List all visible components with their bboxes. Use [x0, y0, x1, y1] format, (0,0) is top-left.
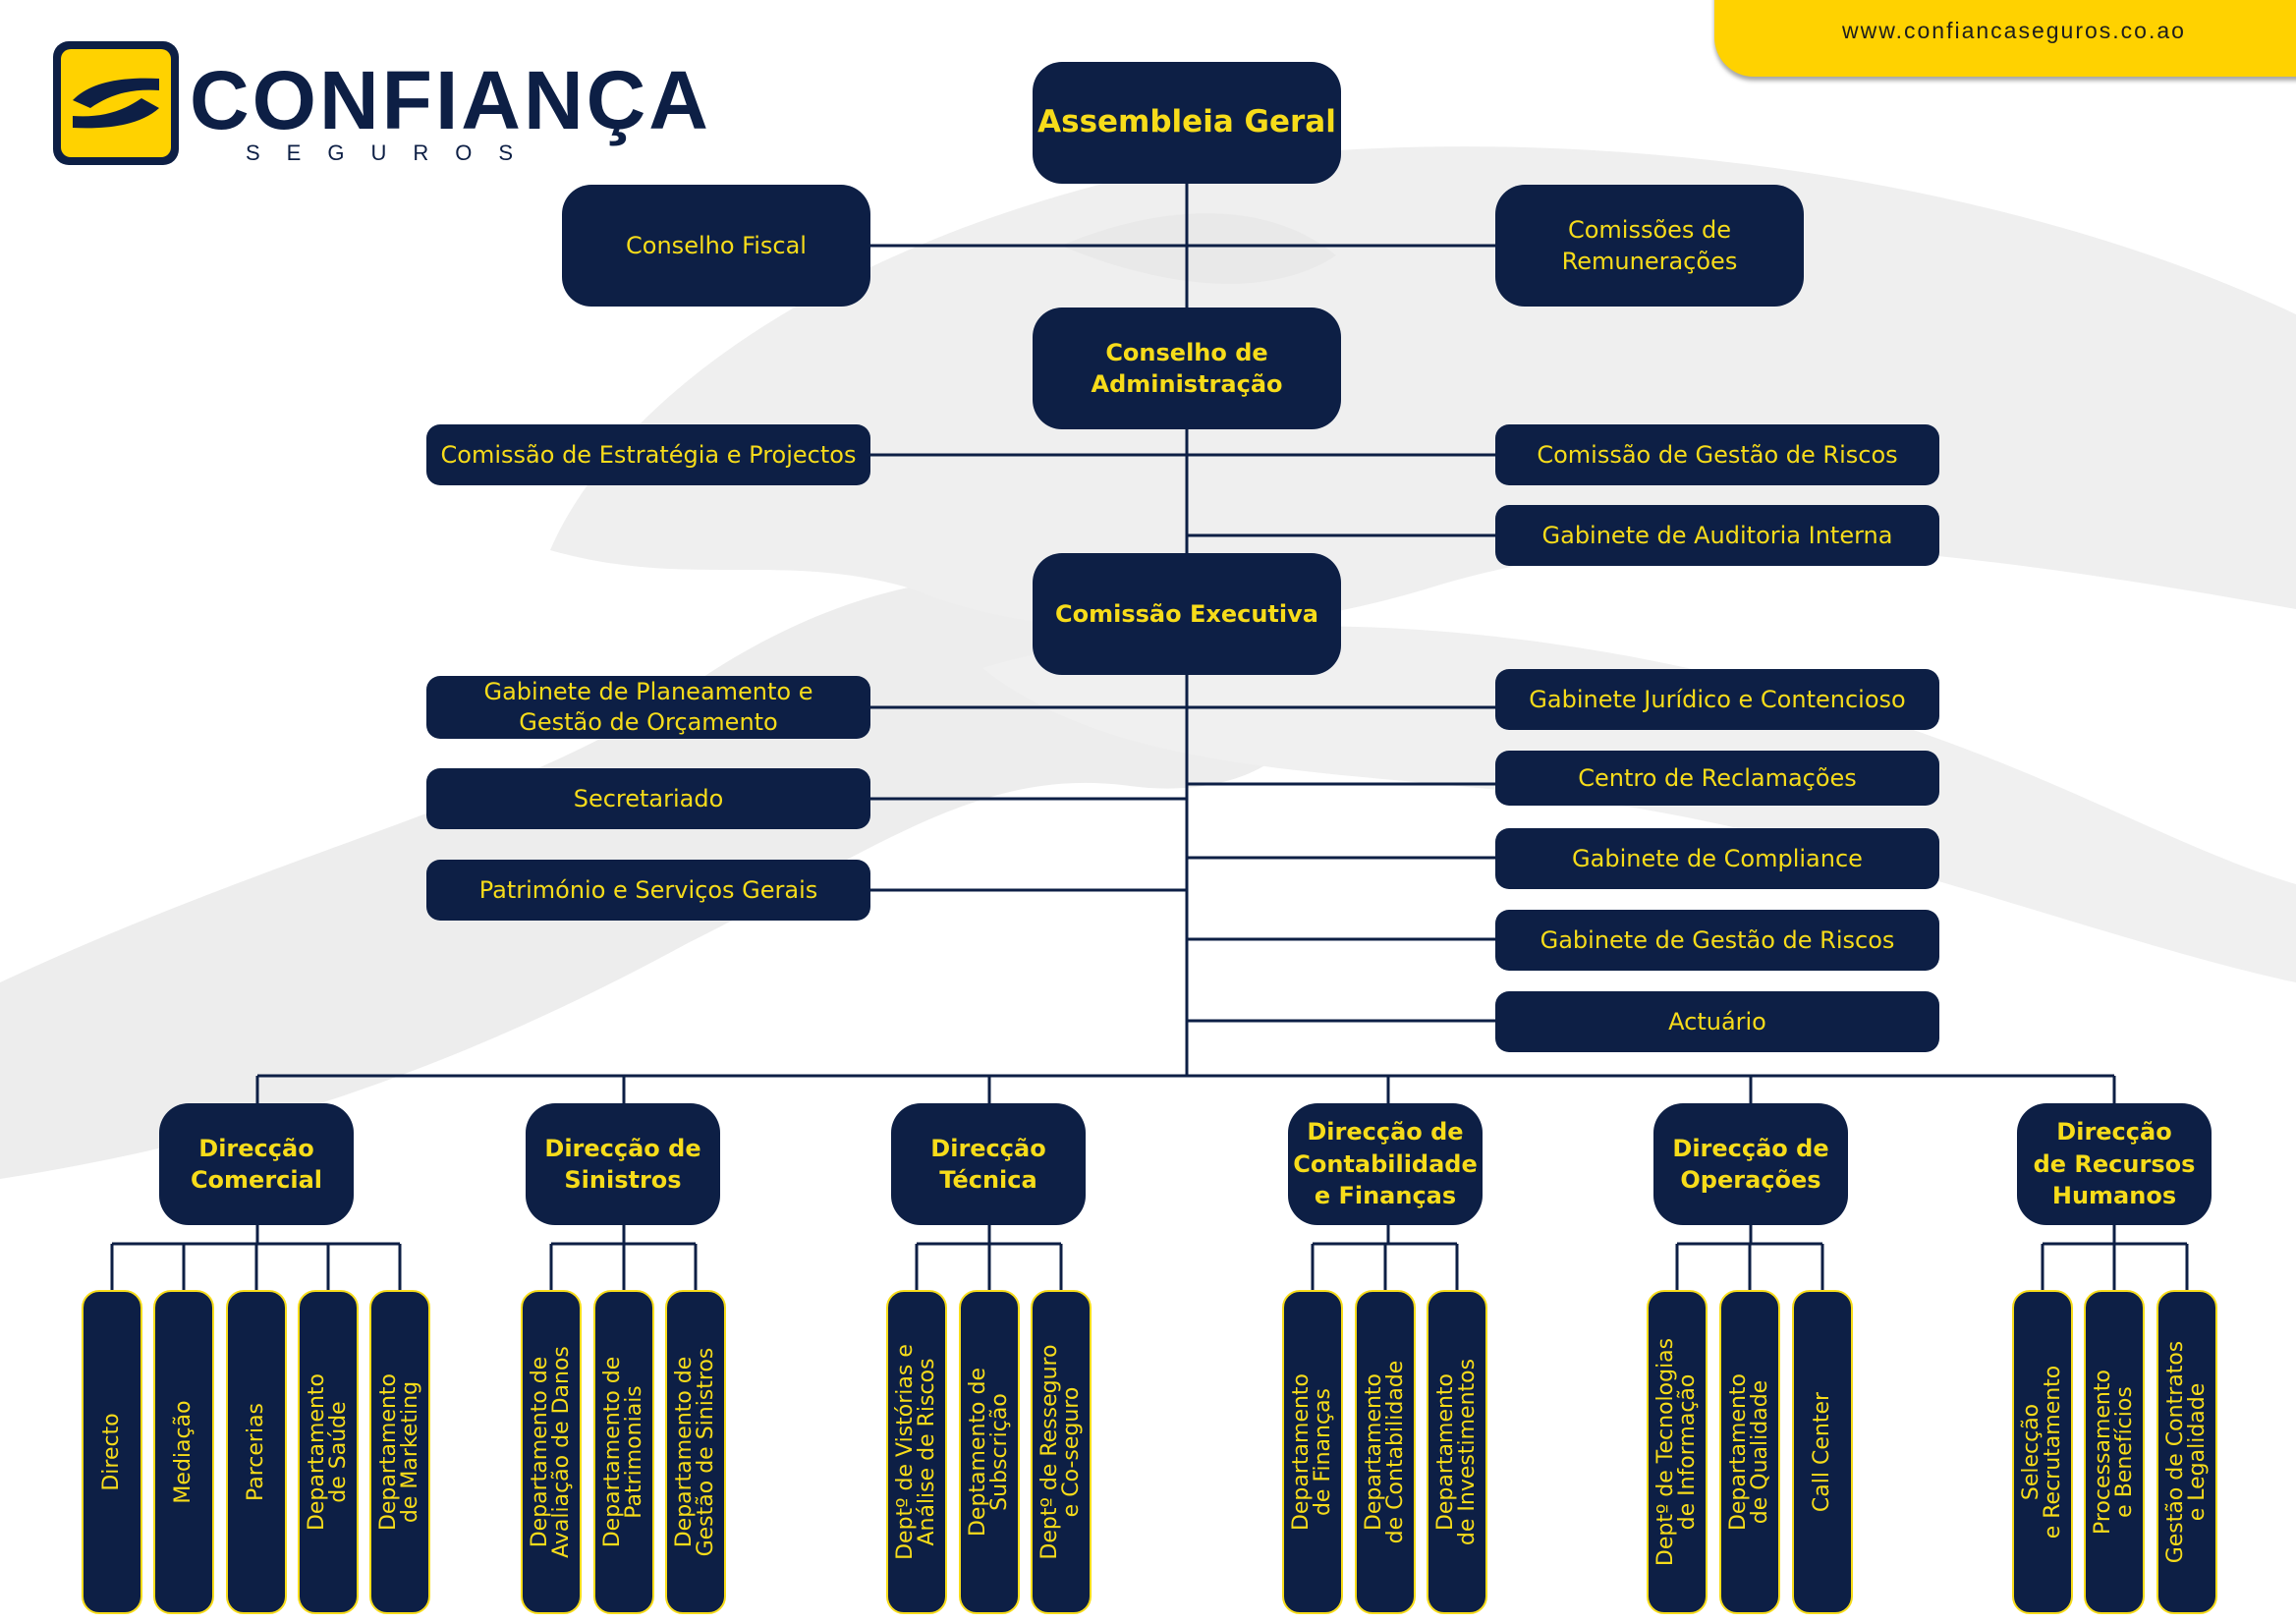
dept-contabilidade[interactable]: Departamento de Contabilidade	[1355, 1290, 1416, 1614]
dept-label: Gestão de Contratos e Legalidade	[2163, 1340, 2210, 1564]
dept-patrimoniais[interactable]: Departamento de Patrimoniais	[593, 1290, 654, 1614]
conselho-fiscal-box[interactable]: Conselho Fiscal	[562, 185, 870, 307]
dept-mediacao[interactable]: Mediação	[153, 1290, 214, 1614]
website-url[interactable]: www.confiancaseguros.co.ao	[1842, 18, 2186, 43]
direccao-operacoes-box[interactable]: Direcção de Operações	[1653, 1103, 1848, 1225]
dept-label: Deptº de Resseguro e Co-seguro	[1037, 1344, 1084, 1560]
dept-label: Departamento de Marketing	[376, 1372, 422, 1532]
direccao-recursos-humanos-box[interactable]: Direcção de Recursos Humanos	[2017, 1103, 2212, 1225]
gabinete-planeamento-box[interactable]: Gabinete de Planeamento e Gestão de Orça…	[426, 676, 870, 739]
actuario-box[interactable]: Actuário	[1495, 991, 1939, 1052]
dept-call-center[interactable]: Call Center	[1792, 1290, 1853, 1614]
dept-seleccao-recrutamento[interactable]: Selecção e Recrutamento	[2012, 1290, 2073, 1614]
dept-saude[interactable]: Departamento de Saúde	[298, 1290, 359, 1614]
gabinete-juridico-box[interactable]: Gabinete Jurídico e Contencioso	[1495, 669, 1939, 730]
dept-avaliacao-danos[interactable]: Departamento de Avaliação de Danos	[521, 1290, 582, 1614]
dept-processamento-beneficios[interactable]: Processamento e Benefícios	[2084, 1290, 2145, 1614]
dept-financas[interactable]: Departamento de Finanças	[1282, 1290, 1343, 1614]
dept-label: Departamento de Finanças	[1289, 1372, 1335, 1532]
dept-marketing[interactable]: Departamento de Marketing	[369, 1290, 430, 1614]
comissao-executiva-box[interactable]: Comissão Executiva	[1033, 553, 1341, 675]
direccao-sinistros-box[interactable]: Direcção de Sinistros	[526, 1103, 720, 1225]
dept-label: Selecção e Recrutamento	[2019, 1365, 2065, 1539]
dept-vistorias-riscos[interactable]: Deptº de Vistórias e Análise de Riscos	[886, 1290, 947, 1614]
dept-label: Deptº de Vistórias e Análise de Riscos	[893, 1344, 939, 1560]
handshake-logo-icon	[53, 41, 179, 165]
dept-label: Call Center	[1810, 1391, 1834, 1513]
dept-gestao-sinistros[interactable]: Departamento de Gestão de Sinistros	[665, 1290, 726, 1614]
comissao-estrategia-box[interactable]: Comissão de Estratégia e Projectos	[426, 424, 870, 485]
dept-label: Deptamento de Subscrição	[966, 1367, 1012, 1538]
dept-gestao-contratos[interactable]: Gestão de Contratos e Legalidade	[2156, 1290, 2217, 1614]
direccao-tecnica-box[interactable]: Direcção Técnica	[891, 1103, 1086, 1225]
dept-tecnologias-informacao[interactable]: Deptº de Tecnologias de Informação	[1647, 1290, 1708, 1614]
dept-investimentos[interactable]: Departamento de Investimentos	[1427, 1290, 1487, 1614]
conselho-administracao-box[interactable]: Conselho de Administração	[1033, 308, 1341, 429]
brand-subtitle: SEGUROS	[246, 140, 540, 165]
dept-label: Parcerias	[244, 1402, 268, 1502]
dept-directo[interactable]: Directo	[82, 1290, 142, 1614]
dept-label: Departamento de Gestão de Sinistros	[672, 1347, 718, 1557]
dept-label: Mediação	[171, 1400, 196, 1504]
direccao-comercial-box[interactable]: Direcção Comercial	[159, 1103, 354, 1225]
dept-qualidade[interactable]: Departamento de Qualidade	[1719, 1290, 1780, 1614]
patrimonio-servicos-box[interactable]: Património e Serviços Gerais	[426, 860, 870, 921]
comissao-gestao-riscos-box[interactable]: Comissão de Gestão de Riscos	[1495, 424, 1939, 485]
centro-reclamacoes-box[interactable]: Centro de Reclamações	[1495, 751, 1939, 806]
gabinete-compliance-box[interactable]: Gabinete de Compliance	[1495, 828, 1939, 889]
dept-label: Departamento de Patrimoniais	[600, 1356, 646, 1548]
dept-label: Departamento de Investimentos	[1433, 1358, 1480, 1546]
dept-label: Directo	[99, 1413, 124, 1491]
dept-label: Departamento de Avaliação de Danos	[528, 1346, 574, 1558]
secretariado-box[interactable]: Secretariado	[426, 768, 870, 829]
gabinete-auditoria-box[interactable]: Gabinete de Auditoria Interna	[1495, 505, 1939, 566]
comissoes-remuneracoes-box[interactable]: Comissões de Remunerações	[1495, 185, 1804, 307]
gabinete-gestao-riscos-box[interactable]: Gabinete de Gestão de Riscos	[1495, 910, 1939, 971]
dept-label: Departamento de Contabilidade	[1362, 1360, 1408, 1544]
website-banner: www.confiancaseguros.co.ao	[1714, 0, 2296, 77]
assembleia-geral-box[interactable]: Assembleia Geral	[1033, 62, 1341, 184]
dept-label: Departamento de Qualidade	[1726, 1372, 1772, 1532]
brand-name: CONFIANÇA	[190, 54, 711, 146]
dept-subscricao[interactable]: Deptamento de Subscrição	[959, 1290, 1020, 1614]
dept-label: Deptº de Tecnologias de Informação	[1653, 1337, 1700, 1567]
dept-label: Departamento de Saúde	[305, 1372, 351, 1532]
direccao-contabilidade-box[interactable]: Direcção de Contabilidade e Finanças	[1288, 1103, 1483, 1225]
dept-resseguro[interactable]: Deptº de Resseguro e Co-seguro	[1031, 1290, 1092, 1614]
dept-label: Processamento e Benefícios	[2091, 1370, 2137, 1535]
dept-parcerias[interactable]: Parcerias	[226, 1290, 287, 1614]
